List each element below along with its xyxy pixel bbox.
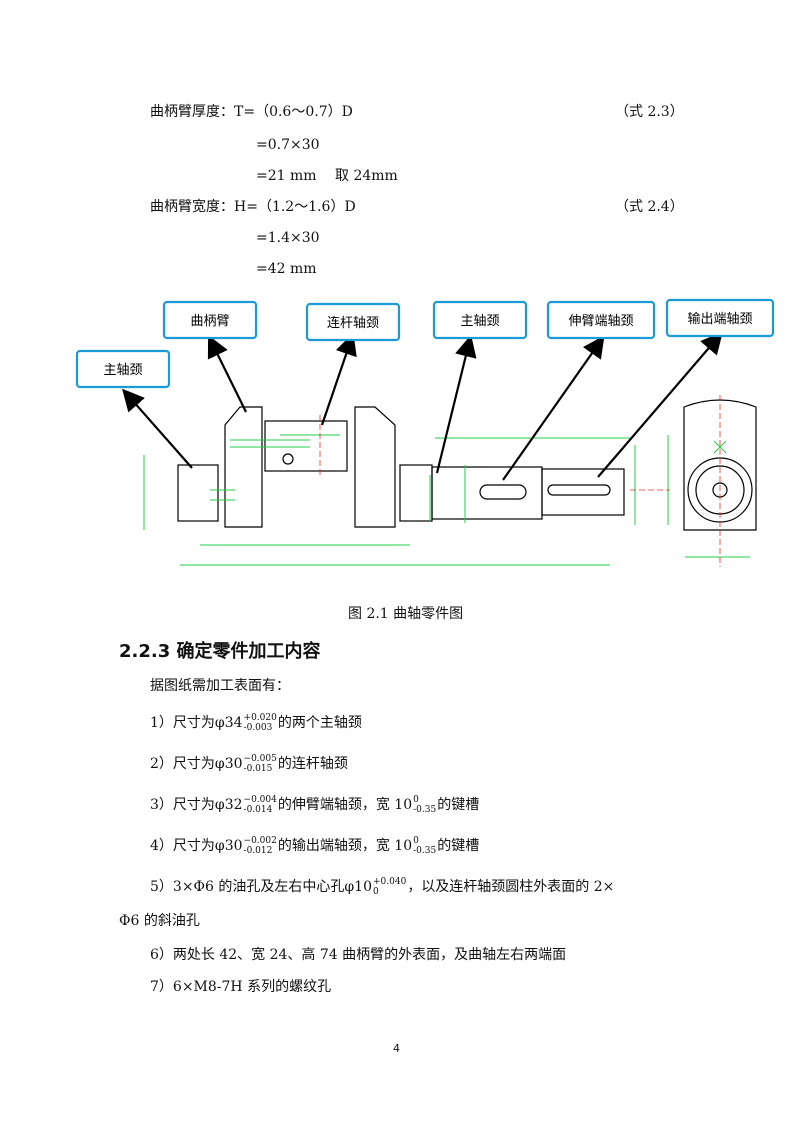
label-output-journal: 输出端轴颈: [687, 311, 752, 327]
label-main-journal: 主轴颈: [460, 314, 499, 329]
label-box-output-journal: [665, 298, 775, 338]
keyway-1-shape: [479, 484, 527, 500]
label-box-extension-journal: [546, 300, 656, 340]
list-item: 7）6×M8-7H 系列的螺纹孔: [150, 979, 332, 995]
formula-width-ref: （式 2.4）: [615, 199, 684, 215]
label-main-journal-left: 主轴颈: [103, 363, 142, 378]
section-intro: 据图纸需加工表面有：: [150, 678, 290, 694]
output-journal-shape: [541, 468, 625, 516]
formula-width: 曲柄臂宽度：H=（1.2～1.6）D: [150, 199, 356, 215]
tolerance: −0.005-0.015: [243, 754, 277, 774]
formula-width-step1: =1.4×30: [256, 230, 320, 246]
left-main-journal-shape: [177, 464, 219, 522]
page-number: 4: [393, 1042, 400, 1055]
end-view-outline: [683, 399, 757, 531]
formula-width-step2: =42 mm: [256, 261, 317, 277]
section-heading: 2.2.3 确定零件加工内容: [119, 641, 321, 662]
list-item: 6）两处长 42、宽 24、高 74 曲柄臂的外表面，及曲轴左右两端面: [150, 947, 567, 963]
tolerance: 0-0.35: [413, 795, 437, 815]
oil-hole-shape: [282, 453, 294, 465]
label-box-crank-arm: [162, 300, 258, 340]
tolerance: −0.004-0.014: [243, 795, 277, 815]
label-extension-journal: 伸臂端轴颈: [568, 314, 633, 329]
formula-thickness-step1: =0.7×30: [256, 137, 320, 153]
label-box-main-journal: [432, 300, 528, 340]
label-crankpin: 连杆轴颈: [327, 315, 379, 331]
label-box-crankpin: [305, 302, 401, 342]
tolerance: +0.020-0.003: [243, 713, 277, 733]
formula-thickness-ref: （式 2.3）: [615, 104, 684, 120]
crankpin-shape: [264, 420, 348, 472]
formula-thickness: 曲柄臂厚度：T=（0.6～0.7）D: [150, 104, 353, 120]
tolerance: 0-0.35: [413, 836, 437, 856]
keyway-2-shape: [547, 484, 611, 496]
list-item-continuation: Φ6 的斜油孔: [119, 913, 200, 929]
crankshaft-drawing: 主轴颈 曲柄臂 连杆轴颈 主轴颈 伸臂端轴颈 输出端轴颈: [75, 298, 775, 567]
formula-thickness-step2: =21 mm 取 24mm: [256, 168, 398, 184]
left-crank-arm-shape: [224, 406, 263, 528]
label-crank-arm: 曲柄臂: [190, 314, 229, 329]
label-box-main-journal-left: [75, 349, 171, 389]
main-journal-shape: [399, 464, 433, 522]
tolerance: −0.002-0.012: [243, 836, 277, 856]
figure-caption: 图 2.1 曲轴零件图: [348, 606, 464, 622]
right-crank-arm-shape: [354, 406, 396, 528]
